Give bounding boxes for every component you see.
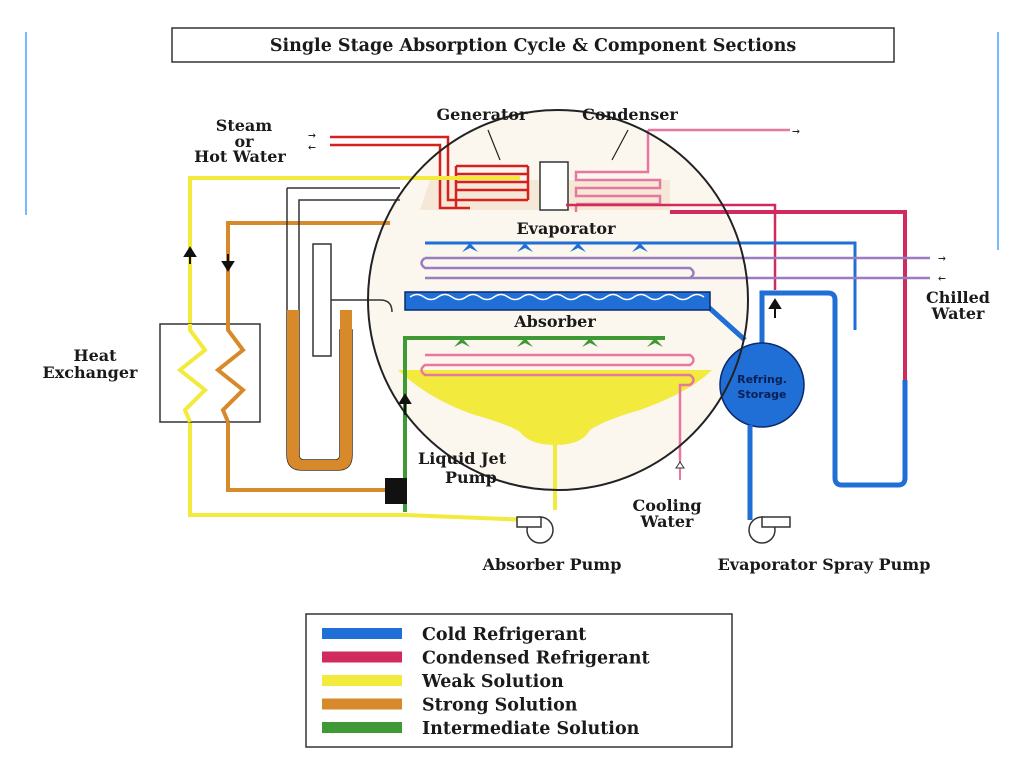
component-labels: Steam or Hot Water Generator Condenser E… xyxy=(43,105,990,574)
chilled-water-label-line1: Chilled xyxy=(926,288,990,307)
heat-exchanger-label-line1: Heat xyxy=(73,346,117,365)
condensed-refrigerant-lines xyxy=(670,210,907,380)
weak-up-arrow xyxy=(183,246,197,264)
title-box: Single Stage Absorption Cycle & Componen… xyxy=(171,27,895,63)
absorber-label: Absorber xyxy=(513,312,596,331)
liquid-jet-pump-label-line2: Pump xyxy=(445,468,497,487)
absorber-spray-nozzles xyxy=(454,338,663,347)
legend-label: Cold Refrigerant xyxy=(422,625,586,645)
absorber-pump-label: Absorber Pump xyxy=(482,555,622,574)
cooling-up-arrow xyxy=(675,461,685,469)
generator-u-tube xyxy=(286,187,400,471)
legend-swatch xyxy=(322,675,402,686)
spray-header-blue xyxy=(425,241,857,330)
divider-wall xyxy=(539,161,569,211)
intermediate-solution-lines xyxy=(403,336,665,512)
heat-exchanger-label-line2: Exchanger xyxy=(43,363,138,382)
hx-strong-zigzag xyxy=(214,324,246,423)
legend-swatch xyxy=(322,628,402,639)
legend-swatch xyxy=(322,722,402,733)
chilled-water-tubes xyxy=(420,256,930,280)
legend-label: Weak Solution xyxy=(421,672,564,692)
condenser-label: Condenser xyxy=(582,105,678,124)
liquid-jet-pump-label-line1: Liquid Jet xyxy=(418,449,507,468)
legend-swatch xyxy=(322,698,402,710)
standpipe-bend xyxy=(331,299,393,313)
green-up-arrow xyxy=(398,393,412,415)
steam-label-line2: or xyxy=(234,132,254,151)
red-up-arrow xyxy=(768,298,782,318)
storage-label-line2: Storage xyxy=(738,388,787,401)
steam-in-arrow: → xyxy=(308,128,316,143)
generator-label: Generator xyxy=(437,105,529,124)
standpipe xyxy=(312,243,332,357)
condenser-outlet-red xyxy=(566,203,777,290)
strong-solution-lines xyxy=(226,221,390,492)
legend-swatch xyxy=(322,651,402,663)
diagram-title: Single Stage Absorption Cycle & Componen… xyxy=(270,36,797,56)
steam-label-line1: Steam xyxy=(216,116,272,135)
cooling-water-label-line1: Cooling xyxy=(632,496,701,515)
flow-arrows: → ← → → ← xyxy=(183,124,946,469)
liquid-jet-pump xyxy=(385,478,407,504)
absorber-pool xyxy=(398,370,712,445)
condenser-leader xyxy=(611,129,629,161)
evaporator-spray-nozzles xyxy=(462,243,648,252)
generator-leader xyxy=(487,129,501,161)
evaporator-label: Evaporator xyxy=(516,219,616,238)
evaporator-spray-pump xyxy=(748,516,791,544)
absorber-cooling-coil xyxy=(420,353,695,460)
strong-down-arrow xyxy=(221,254,235,272)
steam-label-line3: Hot Water xyxy=(194,147,286,166)
legend-label: Strong Solution xyxy=(422,696,578,716)
chilled-in-arrow: ← xyxy=(938,271,946,286)
absorber-evaporator-shell xyxy=(367,109,749,491)
cooling-water-label-line2: Water xyxy=(640,512,695,531)
storage-label-line1: Refring. xyxy=(737,373,787,386)
refrigerant-storage-tank: Refring. Storage xyxy=(719,342,805,428)
chilled-out-arrow: → xyxy=(938,251,946,266)
evaporator-tray-waves xyxy=(409,293,705,301)
hx-weak-zigzag xyxy=(176,324,208,423)
heat-exchanger xyxy=(159,323,261,423)
legend-label: Intermediate Solution xyxy=(422,719,640,739)
evaporator-spray-pump-label: Evaporator Spray Pump xyxy=(718,555,931,574)
absorber-pump xyxy=(516,516,554,544)
steam-out-arrow: ← xyxy=(308,140,316,155)
condenser-out-arrow: → xyxy=(792,124,800,139)
chilled-water-label-line2: Water xyxy=(931,304,986,323)
legend-label: Condensed Refrigerant xyxy=(422,649,650,669)
